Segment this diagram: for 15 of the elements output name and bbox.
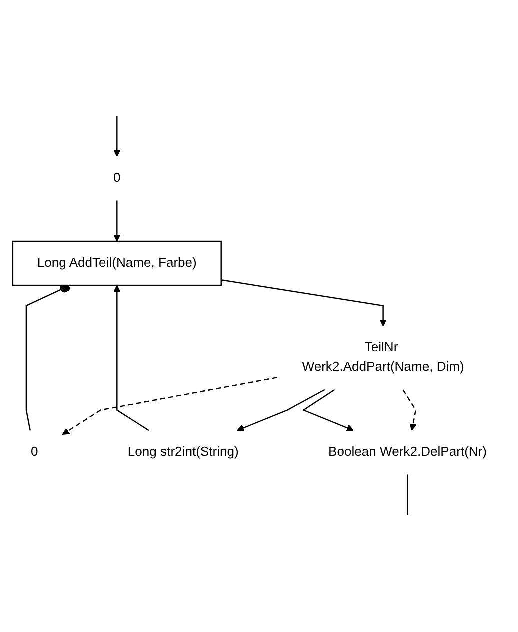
arrow xyxy=(221,280,387,327)
node-box: Long AddTeil(Name, Farbe) xyxy=(12,241,222,286)
arrow xyxy=(302,390,354,432)
node-text: 0 xyxy=(30,446,38,460)
node-text: 0 xyxy=(114,172,121,186)
arrow xyxy=(114,116,121,158)
node-text: TeilNr Werk2.AddPart(Name, Dim) xyxy=(302,341,464,375)
arrow xyxy=(62,377,278,436)
node-text: Boolean Werk2.DelPart(Nr) xyxy=(328,446,488,460)
node-text: Long str2int(String) xyxy=(128,446,239,460)
arrow xyxy=(114,286,150,432)
arrow xyxy=(402,390,417,432)
arrow xyxy=(237,390,326,432)
connector xyxy=(407,474,408,516)
arrow xyxy=(114,201,121,242)
